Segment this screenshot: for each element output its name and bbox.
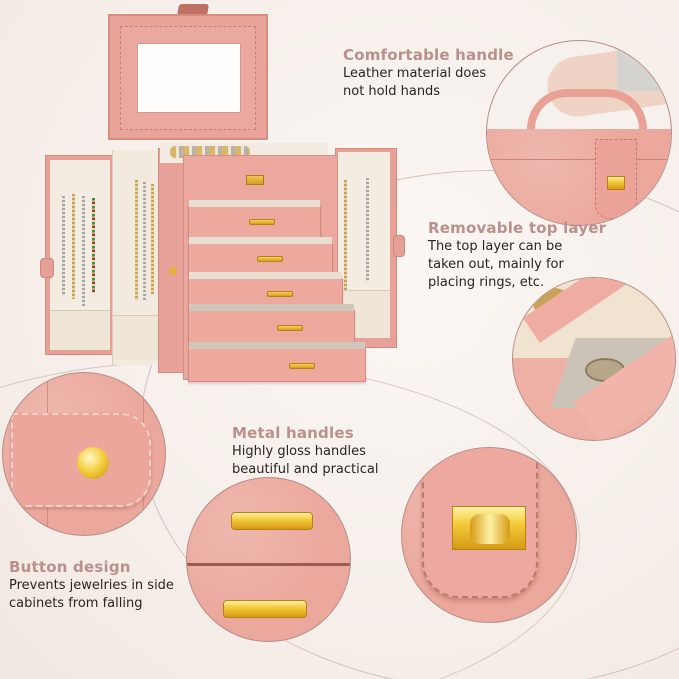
leather-handle	[527, 89, 647, 129]
feature-desc-line: Highly gloss handles	[232, 444, 366, 459]
feature-title: Comfortable handle	[343, 46, 514, 64]
twist-lock-knob-icon	[470, 514, 510, 544]
snap-button	[169, 267, 177, 275]
feature-desc-line: cabinets from falling	[9, 596, 143, 611]
feature-desc-line: Prevents jewelries in side	[9, 578, 174, 593]
feature-desc-line: placing rings, etc.	[428, 275, 545, 290]
pocket	[50, 310, 110, 350]
necklace	[151, 184, 154, 294]
button-closeup-circle	[2, 372, 166, 536]
feature-metal-handles: Metal handles Highly gloss handles beaut…	[232, 424, 378, 479]
drawer-2[interactable]	[188, 237, 333, 276]
lid-stitched-panel	[120, 26, 256, 130]
feature-title: Metal handles	[232, 424, 354, 442]
feature-desc-line: Leather material does	[343, 66, 487, 81]
drawer-handle[interactable]	[289, 363, 315, 369]
feature-title: Button design	[9, 558, 131, 576]
feature-desc-line: taken out, mainly for	[428, 257, 564, 272]
drawer-handle[interactable]	[257, 256, 283, 262]
drawer-handle[interactable]	[249, 219, 275, 225]
feature-button-design: Button design Prevents jewelries in side…	[9, 558, 174, 613]
lock-closeup-circle	[401, 447, 577, 623]
box-side-panel	[158, 148, 186, 373]
necklace	[62, 196, 65, 296]
left-inner-panel	[112, 150, 161, 365]
right-door-strap	[393, 235, 405, 257]
twist-lock-icon	[607, 176, 625, 190]
snap-button-icon	[77, 447, 109, 479]
top-layer-closeup-circle	[512, 277, 676, 441]
lid	[108, 14, 268, 140]
drawer-handle[interactable]	[267, 291, 293, 297]
front-lock[interactable]	[246, 175, 264, 185]
necklace	[72, 194, 75, 299]
drawer-1[interactable]	[188, 200, 321, 239]
necklace	[82, 196, 85, 306]
seam	[487, 159, 671, 160]
mirror	[137, 43, 241, 113]
drawer-4[interactable]	[188, 304, 355, 346]
feature-title: Removable top layer	[428, 219, 607, 237]
necklace-gemstone	[92, 198, 95, 293]
feature-comfortable-handle: Comfortable handle Leather material does…	[343, 46, 514, 101]
necklace	[143, 182, 146, 300]
feature-desc-line: not hold hands	[343, 84, 441, 99]
necklace	[135, 180, 138, 300]
drawer-5[interactable]	[188, 342, 366, 382]
metal-handles-closeup-circle	[186, 477, 351, 642]
sleeve	[617, 41, 671, 91]
necklace	[344, 180, 347, 290]
feature-desc-line: The top layer can be	[428, 239, 563, 254]
feature-desc-line: beautiful and practical	[232, 462, 379, 477]
necklace	[366, 178, 369, 282]
drawer-pull-icon	[223, 600, 307, 618]
drawer-gap	[187, 563, 350, 566]
drawer-pull-icon	[231, 512, 313, 530]
box-top	[487, 129, 671, 225]
left-door-lining	[50, 160, 110, 350]
feature-removable-top-layer: Removable top layer The top layer can be…	[428, 219, 606, 292]
drawer-handle[interactable]	[277, 325, 303, 331]
pocket	[113, 315, 161, 360]
handle-closeup-circle	[486, 40, 672, 226]
left-door-strap	[40, 258, 54, 278]
